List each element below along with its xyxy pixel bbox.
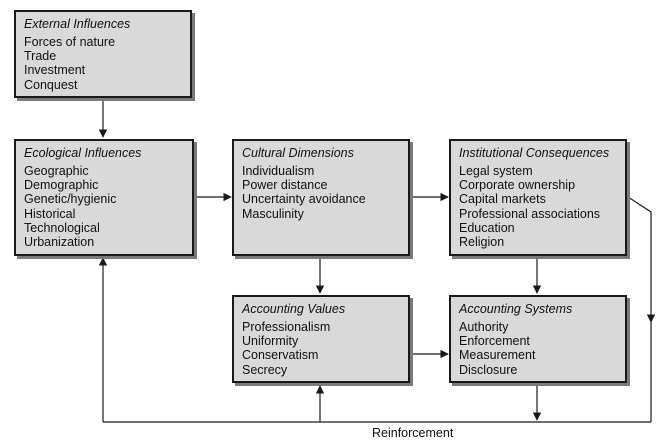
list-item: Masculinity [242, 206, 304, 221]
arrow-institutional-feedback [627, 196, 656, 323]
list-item: Uncertainty avoidance [242, 192, 366, 207]
reinforcement-label: Reinforcement [372, 426, 454, 440]
list-item: Secrecy [242, 362, 288, 377]
accounting-systems-title: Accounting Systems [459, 302, 573, 316]
list-item: Corporate ownership [459, 178, 576, 193]
list-item: Professional associations [459, 206, 601, 221]
list-item: Forces of nature [24, 35, 116, 49]
list-item: Demographic [24, 178, 99, 193]
external-influences-box: External Influences Forces of nature Tra… [14, 10, 192, 98]
ecological-influences-title: Ecological Influences [24, 146, 142, 160]
ecological-influences-box: Ecological Influences Geographic Demogra… [14, 139, 194, 256]
list-item: Individualism [242, 164, 315, 178]
institutional-consequences-box: Institutional Consequences Legal system … [449, 139, 627, 256]
list-item: Enforcement [459, 334, 530, 349]
list-item: Authority [459, 320, 509, 334]
list-item: Education [459, 220, 515, 235]
list-item: Legal system [459, 164, 533, 178]
list-item: Measurement [459, 348, 536, 363]
list-item: Power distance [242, 178, 328, 193]
list-item: Religion [459, 235, 505, 250]
list-item: Geographic [24, 164, 89, 178]
accounting-values-title: Accounting Values [242, 302, 346, 316]
list-item: Investment [24, 63, 86, 78]
accounting-systems-box: Accounting Systems Authority Enforcement… [449, 295, 627, 383]
accounting-values-box: Accounting Values Professionalism Unifor… [232, 295, 410, 383]
accounting-values-list: Professionalism Uniformity Conservatism … [242, 320, 400, 377]
list-item: Conservatism [242, 348, 319, 363]
list-item: Disclosure [459, 362, 518, 377]
list-item: Technological [24, 220, 100, 235]
list-item: Trade [24, 49, 57, 64]
list-item: Capital markets [459, 192, 546, 207]
institutional-consequences-list: Legal system Corporate ownership Capital… [459, 164, 617, 249]
external-influences-list: Forces of nature Trade Investment Conque… [24, 35, 182, 92]
accounting-systems-list: Authority Enforcement Measurement Disclo… [459, 320, 617, 377]
list-item: Uniformity [242, 334, 299, 349]
list-item: Urbanization [24, 235, 95, 250]
list-item: Professionalism [242, 320, 331, 334]
institutional-consequences-title: Institutional Consequences [459, 146, 610, 160]
cultural-dimensions-list: Individualism Power distance Uncertainty… [242, 164, 400, 221]
list-item: Genetic/hygienic [24, 192, 117, 207]
list-item: Conquest [24, 77, 78, 92]
ecological-influences-list: Geographic Demographic Genetic/hygienic … [24, 164, 184, 249]
list-item: Historical [24, 206, 76, 221]
cultural-dimensions-title: Cultural Dimensions [242, 146, 354, 160]
cultural-dimensions-box: Cultural Dimensions Individualism Power … [232, 139, 410, 256]
external-influences-title: External Influences [24, 17, 131, 31]
